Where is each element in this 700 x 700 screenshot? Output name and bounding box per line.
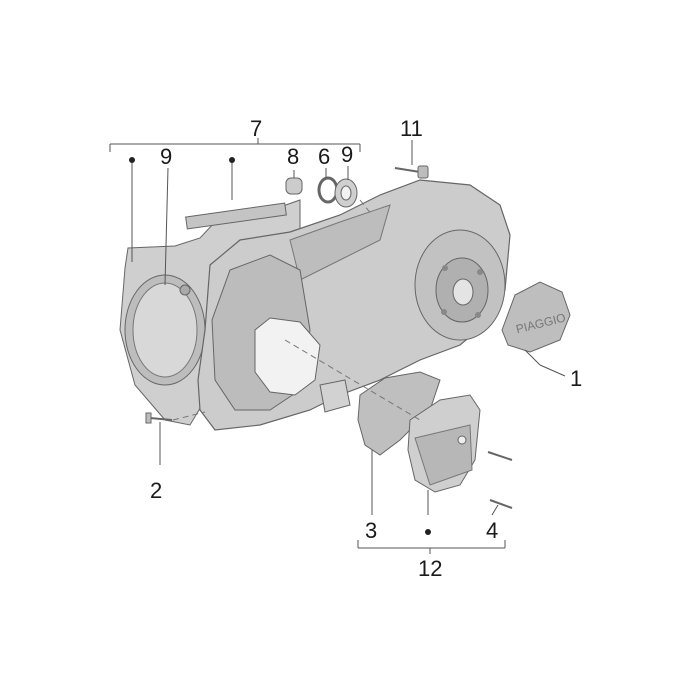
leader-dots [129,157,431,535]
callout-8: 8 [287,144,300,169]
callout-11: 11 [400,116,423,141]
circlip-6 [317,176,339,204]
small-parts [285,176,358,208]
callout-2: 2 [150,478,163,503]
callout-7: 9 [160,144,173,169]
screws [145,165,513,509]
filter-housing [407,394,481,493]
screw-11 [394,167,421,173]
callout-1: 1 [570,366,583,391]
callout-9: 9 [341,142,354,167]
bracket-12 [357,540,506,554]
crankcase-cover [197,179,511,431]
callout-5: 7 [250,116,263,141]
callout-12: 12 [418,556,443,581]
screw-upper [487,451,513,461]
bush-8 [285,177,303,195]
callout-3: 3 [365,518,378,543]
bracket-5 [109,138,361,152]
cover-cap: PIAGGIO [501,281,571,353]
screw-2 [149,417,173,421]
callout-6: 6 [318,144,331,169]
assembly-axes [172,199,421,421]
leader-lines [131,140,566,516]
callout-4: 4 [486,518,499,543]
screw-4 [489,499,513,509]
